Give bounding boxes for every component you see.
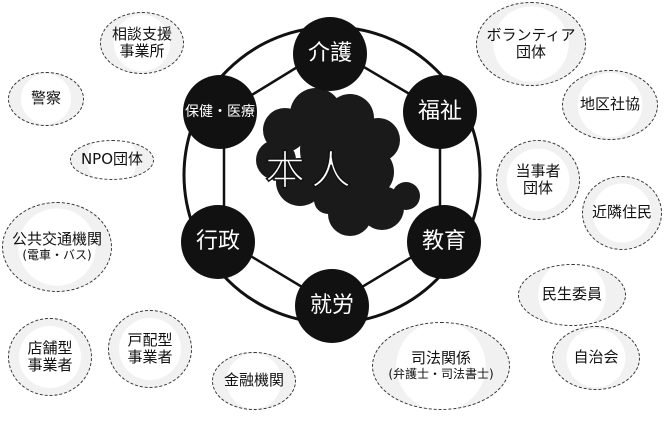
blob-kinrin-juumin: 近隣住民 (582, 176, 662, 250)
blob-npo: NPO団体 (70, 140, 154, 180)
blob-line: 自治会 (573, 348, 619, 367)
blob-line: 近隣住民 (591, 203, 652, 222)
blob-toujisha-dantai: 当事者 団体 (496, 140, 580, 220)
blob-line: 事業者 (127, 348, 173, 366)
blob-line: 事業所 (119, 42, 165, 60)
blob-line: 民生委員 (541, 285, 602, 304)
blob-line: 当事者 (515, 161, 561, 180)
blob-tenpo-jigyousha: 店舗型 事業者 (8, 318, 92, 396)
blob-jichikai: 自治会 (552, 326, 640, 390)
blob-chiku-shakyo: 地区社協 (562, 70, 658, 140)
blob-line: 地区社協 (579, 95, 640, 114)
blob-line: 公共交通機関 (11, 230, 102, 249)
blob-line: 事業者 (27, 356, 73, 374)
blob-soudan-shien: 相談支援 事業所 (100, 12, 184, 74)
blob-line: 司法関係 (410, 349, 471, 368)
blob-line: 団体 (515, 43, 546, 61)
blob-takuhai-jigyousha: 戸配型 事業者 (108, 310, 192, 388)
blob-volunteer-dantai: ボランティア 団体 (476, 2, 586, 86)
blob-minsei-iin: 民生委員 (518, 264, 626, 326)
blob-line: ボランティア (486, 25, 576, 44)
blob-koukyou-koutsuu: 公共交通機関 (電車・バス) (2, 202, 112, 292)
blob-kinyu-kikan: 金融機関 (212, 352, 296, 410)
blob-line: 団体 (522, 179, 553, 197)
node-hoken-iryo: 保健・医療 (183, 75, 257, 149)
node-kaigo: 介護 (293, 17, 367, 91)
node-shuro: 就労 (295, 269, 369, 343)
blob-shihou-kankei: 司法関係 (弁護士・司法書士) (372, 322, 510, 410)
blob-line: 戸配型 (127, 330, 173, 349)
blob-line: 金融機関 (223, 371, 284, 390)
blob-line: 相談支援 (111, 24, 172, 43)
blob-line: (弁護士・司法書士) (388, 366, 494, 381)
blob-line: (電車・バス) (22, 247, 92, 262)
blob-line: NPO団体 (80, 150, 144, 169)
blob-line: 店舗型 (27, 338, 73, 357)
node-fukushi: 福祉 (403, 75, 477, 149)
blob-keisatsu: 警察 (8, 72, 84, 126)
node-kyoiku: 教育 (407, 205, 481, 279)
center-cloud (256, 88, 420, 236)
center-person-label: 本人 (264, 147, 357, 195)
blob-line: 警察 (30, 89, 61, 108)
node-gyosei: 行政 (181, 205, 255, 279)
